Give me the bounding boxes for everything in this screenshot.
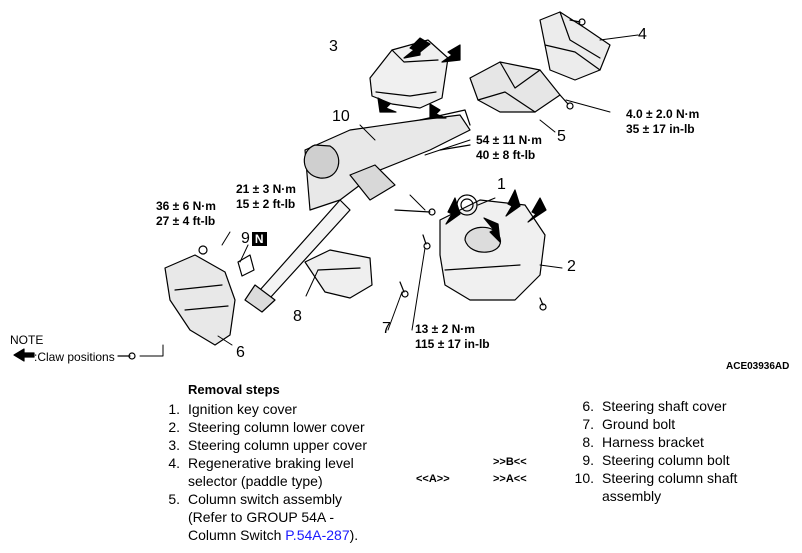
callout-8: 8 <box>293 308 302 325</box>
steering-column-upper-cover <box>369 39 449 109</box>
removal-step: 8.Harness bracket <box>582 434 704 450</box>
note-title: NOTE <box>10 333 44 347</box>
mark-b: >>B<< <box>493 456 527 468</box>
callout-2: 2 <box>567 258 576 275</box>
regenerative-braking-level-selector <box>539 11 611 81</box>
removal-step: 3.Steering column upper cover <box>168 437 367 453</box>
removal-step: 6.Steering shaft cover <box>582 398 727 414</box>
badge-n: N <box>251 232 267 246</box>
callout-1: 1 <box>497 176 506 193</box>
removal-steps-title: Removal steps <box>188 382 280 397</box>
removal-step: 9.Steering column bolt <box>582 452 730 468</box>
removal-step: 1.Ignition key cover <box>168 401 297 417</box>
callout-7: 7 <box>382 320 391 337</box>
harness-bracket <box>304 249 373 299</box>
removal-step: 4.Regenerative braking level selector (p… <box>168 455 354 489</box>
exploded-view-diagram <box>13 11 639 362</box>
steering-column-shaft-assembly <box>303 109 471 211</box>
removal-step: 2.Steering column lower cover <box>168 419 365 435</box>
removal-step: 10.Steering column shaft assembly <box>574 470 738 504</box>
steering-shaft-cover <box>164 254 236 346</box>
leader-lines <box>139 34 639 357</box>
note-bolt-icon <box>117 352 136 360</box>
mark-a-right: >>A<< <box>493 473 527 485</box>
column-switch-reference-link[interactable]: P.54A-287 <box>285 527 350 543</box>
mark-a-left: <<A>> <box>416 473 450 485</box>
bolts <box>198 18 586 311</box>
column-switch-assembly <box>469 61 561 113</box>
figure-code: ACE03936AD <box>726 361 790 372</box>
removal-step: 7.Ground bolt <box>582 416 676 432</box>
claw-position-arrows <box>13 37 547 362</box>
callout-5: 5 <box>557 128 566 145</box>
intermediate-shaft <box>237 199 351 313</box>
removal-steps-right: 6.Steering shaft cover 7.Ground bolt 8.H… <box>572 397 772 505</box>
removal-step: 5.Column switch assembly (Refer to GROUP… <box>168 491 359 543</box>
callout-10: 10 <box>332 108 350 125</box>
callout-3: 3 <box>329 38 338 55</box>
note-claw-positions: :Claw positions <box>34 350 115 364</box>
callout-6: 6 <box>236 344 245 361</box>
removal-steps-left: 1.Ignition key cover 2.Steering column l… <box>158 400 398 544</box>
callout-4: 4 <box>638 26 647 43</box>
